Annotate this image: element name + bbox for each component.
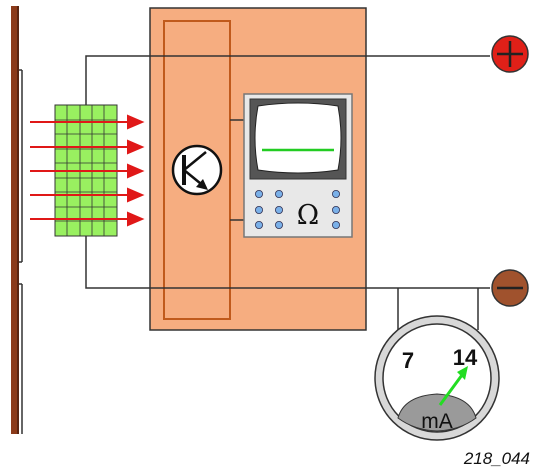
figure-id: 218_044 [463, 449, 530, 468]
meter-needle [438, 374, 464, 406]
ammeter-gauge: 7 14 mA [374, 315, 500, 441]
mounting-board [11, 6, 23, 434]
meter-unit-label: mA [421, 410, 453, 433]
light-ray-arrows [30, 114, 145, 227]
positive-terminal-icon [491, 35, 529, 73]
meter-scale-high: 14 [453, 345, 478, 370]
ohm-symbol: Ω [297, 200, 319, 231]
meter-scale-low: 7 [402, 348, 414, 373]
measuring-device: Ω [230, 93, 353, 238]
transistor-icon [171, 144, 223, 196]
negative-terminal-icon [491, 269, 529, 307]
scope-knobs [254, 189, 340, 229]
